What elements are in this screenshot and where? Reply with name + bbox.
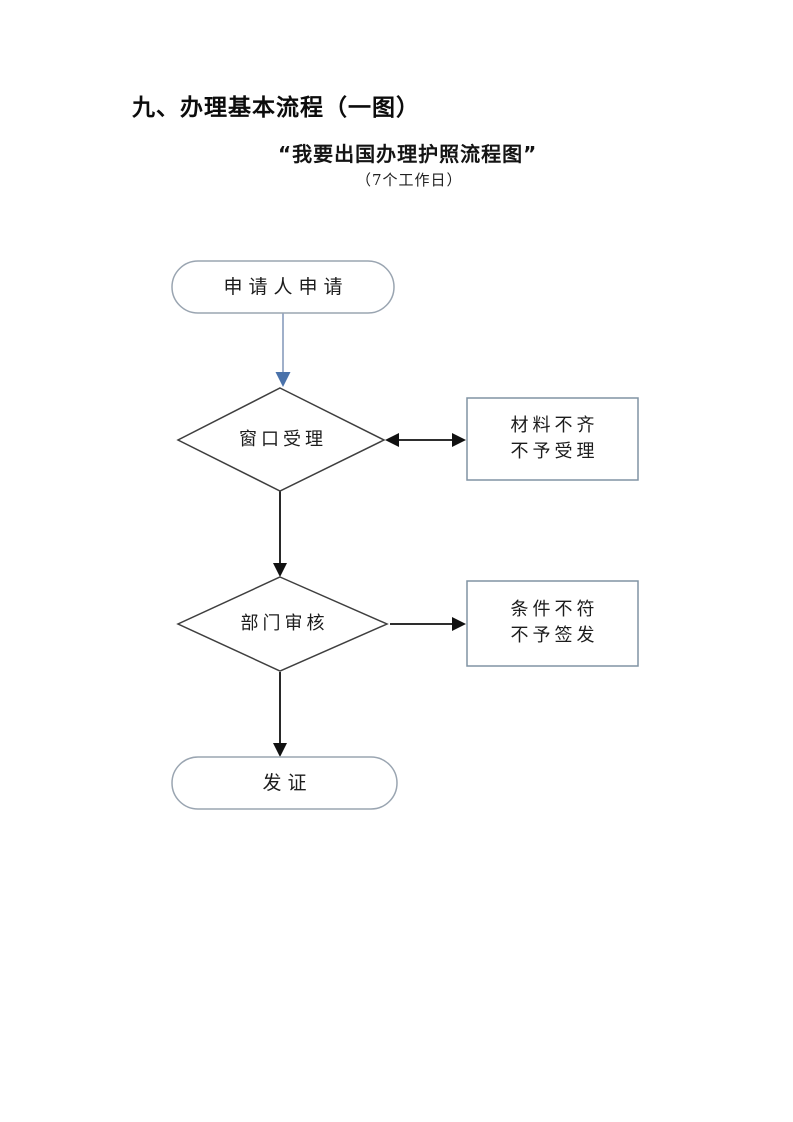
duration-note: （7个工作日） bbox=[356, 171, 463, 189]
node-reject-accept-line1: 材料不齐 bbox=[510, 415, 599, 436]
node-reject-issue-label: 条件不符 不予签发 bbox=[467, 597, 638, 649]
arrowhead-left-icon bbox=[385, 433, 399, 447]
node-dept-review-label: 部门审核 bbox=[240, 613, 329, 634]
node-issue-label: 发证 bbox=[262, 772, 313, 794]
arrow-start-to-window bbox=[275, 313, 291, 387]
flowchart-title: “我要出国办理护照流程图” bbox=[278, 142, 538, 166]
arrowhead-right-icon bbox=[452, 433, 466, 447]
arrowhead-right-icon bbox=[452, 617, 466, 631]
node-start-label: 申请人申请 bbox=[223, 276, 349, 298]
node-issue-stadium bbox=[171, 756, 398, 810]
node-window-accept-diamond bbox=[176, 387, 386, 492]
node-reject-accept-label: 材料不齐 不予受理 bbox=[467, 413, 638, 465]
arrow-window-to-reject bbox=[385, 433, 466, 447]
node-start-stadium bbox=[171, 260, 395, 314]
section-heading: 九、办理基本流程（一图） bbox=[132, 95, 420, 121]
arrow-review-to-issue bbox=[273, 672, 287, 757]
node-reject-issue-rect bbox=[466, 580, 639, 667]
arrowhead-down-icon bbox=[273, 563, 287, 577]
node-reject-issue-line1: 条件不符 bbox=[510, 599, 599, 620]
arrow-window-to-review bbox=[273, 491, 287, 577]
node-reject-issue-line2: 不予签发 bbox=[510, 625, 599, 646]
node-dept-review-diamond bbox=[176, 576, 389, 672]
arrowhead-down-icon bbox=[275, 372, 291, 387]
node-reject-accept-rect bbox=[466, 397, 639, 481]
arrow-review-to-reject bbox=[390, 617, 466, 631]
node-reject-accept-line2: 不予受理 bbox=[510, 441, 599, 462]
arrowhead-down-icon bbox=[273, 743, 287, 757]
node-window-accept-label: 窗口受理 bbox=[239, 429, 327, 450]
